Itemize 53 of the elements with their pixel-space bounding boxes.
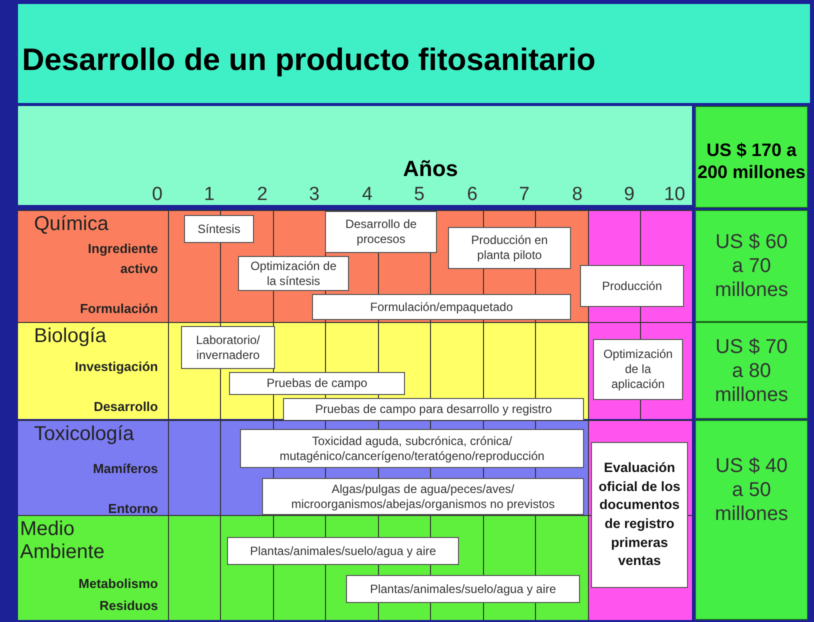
stage-box: Algas/pulgas de agua/peces/aves/ microorganismos/abejas/organismos no previstos [262,478,584,515]
year-number: 10 [664,184,686,206]
cost-text: US $ 70 a 80 millones [714,334,790,406]
cost-cell [695,210,808,322]
sub-heading: Investigación [74,358,158,376]
stage-box: Síntesis [184,215,254,243]
year-number: 6 [467,184,478,206]
title: Desarrollo de un producto fitosanitario [22,42,596,78]
stage-box: Optimización de la síntesis [238,256,349,291]
cost-text: US $ 170 a 200 millones [696,140,807,184]
sub-heading: Metabolismo [78,575,158,593]
year-number: 4 [362,184,373,206]
year-number: 5 [414,184,425,206]
row-heading: Biología [34,325,106,348]
stage-box: Pruebas de campo para desarrollo y registro [283,398,584,421]
stage-box: Producción en planta piloto [448,227,571,269]
cost-text: US $ 60 a 70 millones [714,230,790,302]
years-header-band [18,106,692,208]
stage-box: Evaluación oficial de los documentos de registro primeras ventas [591,442,688,588]
row-heading: Química [34,213,108,236]
row-heading: Medio Ambiente [20,518,106,564]
year-number: 2 [257,184,268,206]
discipline-row-band [18,322,692,419]
discipline-row-band [18,515,692,620]
axis-title: Años [403,156,458,182]
sub-heading: Mamíferos [92,460,158,478]
year-number: 1 [204,184,215,206]
stage-box: Formulación/empaquetado [312,294,571,320]
stage-box: Optimización de la aplicación [593,339,683,400]
year-number: 3 [309,184,320,206]
sub-heading: Ingrediente activo [86,240,158,278]
stage-box: Producción [580,265,684,307]
cost-cell [695,322,808,419]
stage-box: Plantas/animales/suelo/agua y aire [227,537,459,565]
year-number: 8 [572,184,583,206]
cost-cell [695,420,808,620]
sub-heading: Residuos [98,597,158,615]
sub-heading: Formulación [78,300,158,318]
cost-text: US $ 40 a 50 millones [714,454,790,526]
stage-box: Toxicidad aguda, subcrónica, crónica/ mutagénico/cancerígeno/teratógeno/reproducción [240,429,584,468]
discipline-row-band [18,420,692,515]
year-number: 0 [152,184,163,206]
stage-box: Plantas/animales/suelo/agua y aire [346,575,580,603]
stage-box: Laboratorio/ invernadero [181,326,275,369]
sub-heading: Desarrollo [92,398,158,416]
discipline-row-band [18,210,692,322]
stage-box: Desarrollo de procesos [325,211,437,253]
year-number: 9 [624,184,635,206]
stage-box: Pruebas de campo [229,372,405,395]
sub-heading: Entorno [107,500,158,518]
row-heading: Toxicología [34,423,134,446]
year-number: 7 [519,184,530,206]
cost-cell [695,106,808,208]
